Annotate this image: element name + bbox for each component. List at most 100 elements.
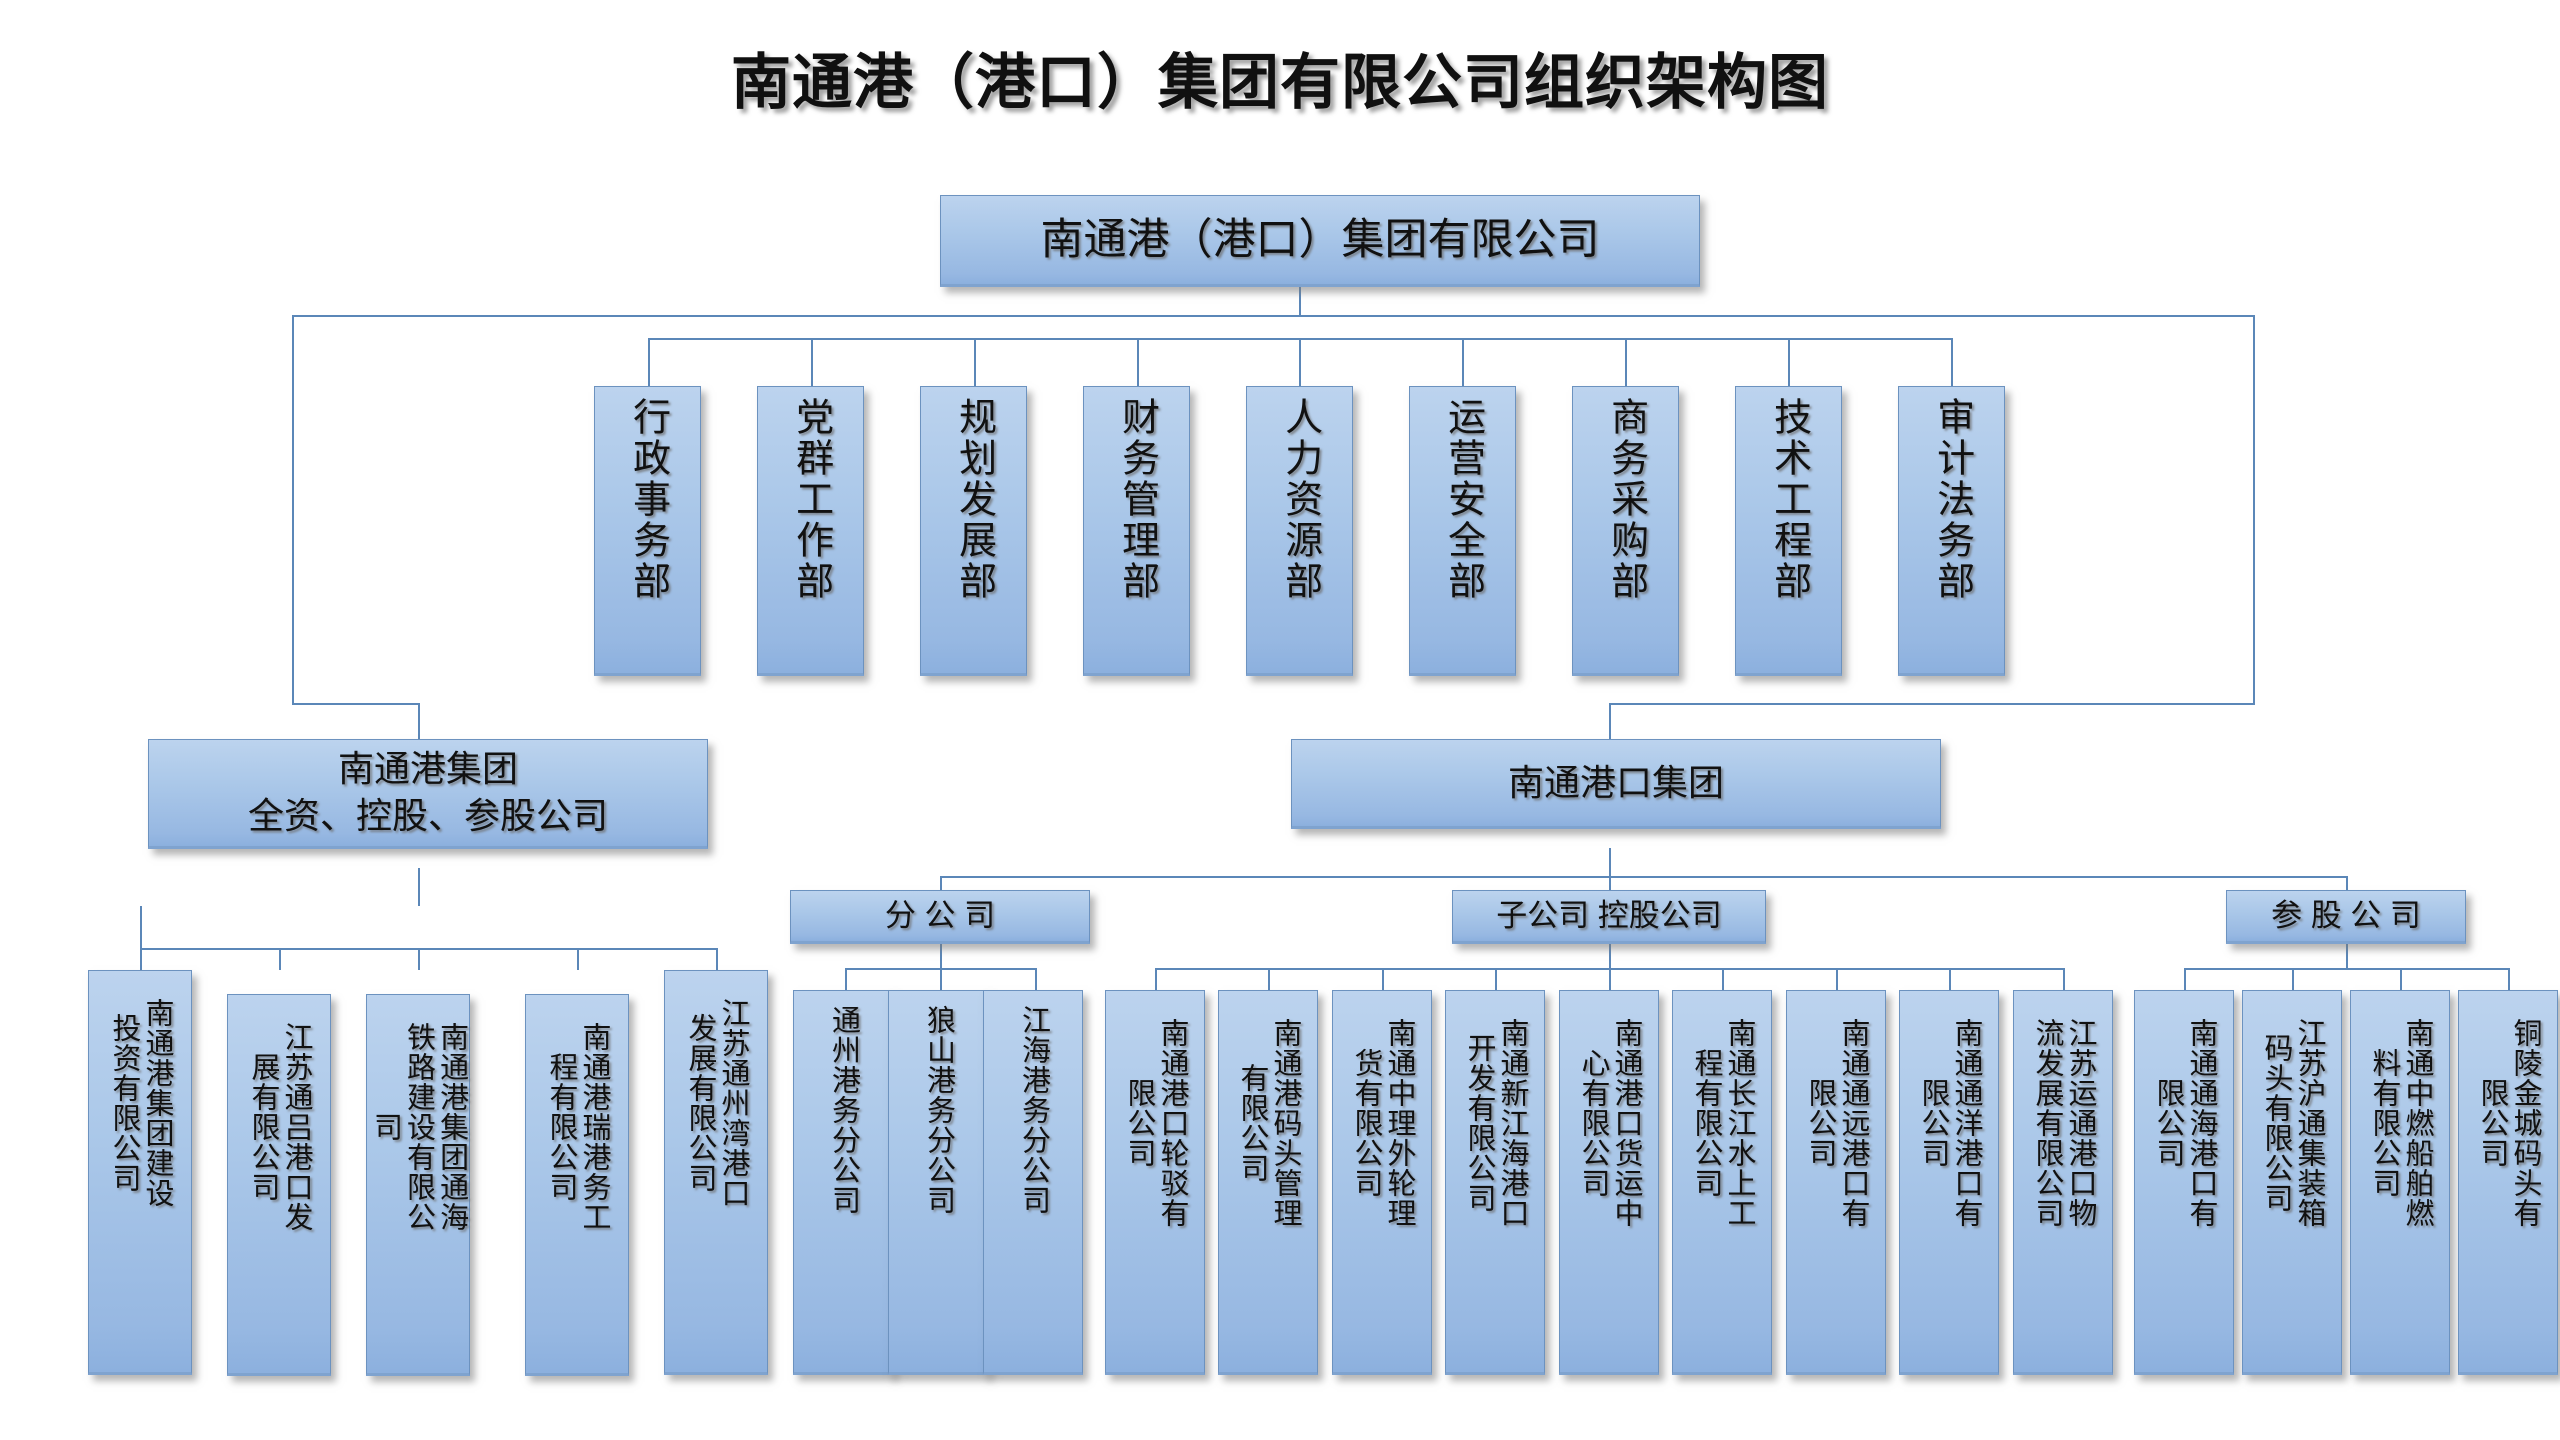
connector-subsidiary-child-2 [1268,968,1270,990]
connector-dept-stem-1 [648,338,650,386]
node-department-3-label: 规划发展部 [952,397,995,602]
node-equity-child-1-label: 南通通海港口有限公司 [2152,1017,2218,1228]
connector-leftgroup-bus [140,948,716,950]
connector-subsidiary-child-4 [1495,968,1497,990]
connector-dept-stem-7 [1625,338,1627,386]
connector-subsidiary-child-5 [1609,968,1611,990]
connector-right-into-group [1609,703,1611,739]
connector-dept-stem-6 [1462,338,1464,386]
connector-branch-child-3 [1035,968,1037,990]
node-department-2-label: 党群工作部 [789,397,832,602]
connector-subsidiary-stem [1609,944,1611,970]
connector-equity-stem [2346,944,2348,970]
connector-equity-bus [2184,968,2508,970]
node-equity-child-4[interactable]: 铜陵金城码头有限公司 [2458,990,2558,1375]
connector-leftgroup-child-3 [418,948,420,970]
connector-branch-child-2 [940,968,942,990]
node-left-child-2[interactable]: 江苏通吕港口发展有限公司 [227,994,331,1376]
node-subsidiary-child-8[interactable]: 南通通洋港口有限公司 [1899,990,1999,1375]
connector-subsidiary-child-8 [1949,968,1951,990]
node-department-6[interactable]: 运营安全部 [1409,386,1516,676]
node-subsidiary-child-9-label: 江苏运通港口物流发展有限公司 [2031,1017,2097,1228]
node-department-6-label: 运营安全部 [1441,397,1484,602]
node-left-child-2-label: 江苏通吕港口发展有限公司 [247,1021,313,1232]
node-department-8[interactable]: 技术工程部 [1735,386,1842,676]
connector-left-drop [292,315,294,705]
node-subsidiary-child-1[interactable]: 南通港口轮驳有限公司 [1105,990,1205,1375]
node-left-child-3-label: 南通港集团通海铁路建设有限公司 [369,1021,468,1232]
node-subsidiary-child-3-label: 南通中理外轮理货有限公司 [1350,1017,1416,1228]
node-subsidiary-child-2[interactable]: 南通港码头管理有限公司 [1218,990,1318,1375]
node-left-child-4[interactable]: 南通港瑞港务工程有限公司 [525,994,629,1376]
node-equity-child-3-label: 南通中燃船舶燃料有限公司 [2368,1017,2434,1228]
node-department-1-label: 行政事务部 [626,397,669,602]
node-branch-child-3-label: 江海港务分公司 [1017,1005,1050,1215]
node-branch-child-1[interactable]: 通州港务分公司 [793,990,893,1375]
node-left-child-1[interactable]: 南通港集团建设投资有限公司 [88,970,192,1375]
connector-left-elbow [292,703,420,705]
connector-equity-child-2 [2292,968,2294,990]
connector-leftgroup-stem [418,868,420,906]
node-root[interactable]: 南通港（港口）集团有限公司 [940,195,1700,287]
node-subsidiary-child-6[interactable]: 南通长江水上工程有限公司 [1672,990,1772,1375]
node-subsidiary-child-2-label: 南通港码头管理有限公司 [1236,1017,1302,1228]
node-department-8-label: 技术工程部 [1767,397,1810,602]
connector-equity-child-1 [2184,968,2186,990]
node-department-5[interactable]: 人力资源部 [1246,386,1353,676]
node-left-child-3[interactable]: 南通港集团通海铁路建设有限公司 [366,994,470,1376]
node-branch-child-3[interactable]: 江海港务分公司 [983,990,1083,1375]
node-department-2[interactable]: 党群工作部 [757,386,864,676]
node-equity-child-1[interactable]: 南通通海港口有限公司 [2134,990,2234,1375]
node-category-subsidiary-label: 子公司 控股公司 [1496,897,1722,933]
node-branch-child-1-label: 通州港务分公司 [827,1005,860,1215]
connector-right-elbow [1609,703,2255,705]
node-subsidiary-child-7[interactable]: 南通通远港口有限公司 [1786,990,1886,1375]
node-category-subsidiary[interactable]: 子公司 控股公司 [1452,890,1766,944]
node-root-label: 南通港（港口）集团有限公司 [1040,215,1600,264]
connector-category-bus [940,876,2346,878]
node-subsidiary-child-9[interactable]: 江苏运通港口物流发展有限公司 [2013,990,2113,1375]
node-subsidiary-child-4[interactable]: 南通新江海港口开发有限公司 [1445,990,1545,1375]
connector-branch-child-1 [845,968,847,990]
node-subsidiary-child-3[interactable]: 南通中理外轮理货有限公司 [1332,990,1432,1375]
connector-dept-stem-2 [811,338,813,386]
node-left-child-1-label: 南通港集团建设投资有限公司 [108,997,174,1208]
node-equity-child-3[interactable]: 南通中燃船舶燃料有限公司 [2350,990,2450,1375]
node-department-9-label: 审计法务部 [1930,397,1973,602]
node-group-left[interactable]: 南通港集团全资、控股、参股公司 [148,739,708,849]
node-department-1[interactable]: 行政事务部 [594,386,701,676]
connector-dept-stem-9 [1951,338,1953,386]
node-branch-child-2[interactable]: 狼山港务分公司 [888,990,988,1375]
connector-subsidiary-child-6 [1722,968,1724,990]
node-group-right[interactable]: 南通港口集团 [1291,739,1941,829]
node-department-9[interactable]: 审计法务部 [1898,386,2005,676]
connector-subsidiary-child-9 [2063,968,2065,990]
node-department-7-label: 商务采购部 [1604,397,1647,602]
node-subsidiary-child-8-label: 南通通洋港口有限公司 [1917,1017,1983,1228]
node-category-equity-label: 参 股 公 司 [2271,897,2421,933]
connector-dept-stem-8 [1788,338,1790,386]
node-subsidiary-child-1-label: 南通港口轮驳有限公司 [1123,1017,1189,1228]
node-left-child-4-label: 南通港瑞港务工程有限公司 [545,1021,611,1232]
connector-leftgroup-stem-1 [140,906,142,948]
node-equity-child-2[interactable]: 江苏沪通集装箱码头有限公司 [2242,990,2342,1375]
node-subsidiary-child-4-label: 南通新江海港口开发有限公司 [1463,1017,1529,1228]
connector-dept-stem-5 [1299,338,1301,386]
node-category-branch[interactable]: 分 公 司 [790,890,1090,944]
node-department-3[interactable]: 规划发展部 [920,386,1027,676]
node-category-equity[interactable]: 参 股 公 司 [2226,890,2466,944]
node-left-child-5[interactable]: 江苏通州湾港口发展有限公司 [664,970,768,1375]
node-department-7[interactable]: 商务采购部 [1572,386,1679,676]
node-subsidiary-child-6-label: 南通长江水上工程有限公司 [1690,1017,1756,1228]
node-branch-child-2-label: 狼山港务分公司 [922,1005,955,1215]
connector-dept-stem-4 [1137,338,1139,386]
node-department-5-label: 人力资源部 [1278,397,1321,602]
connector-right-drop [2253,315,2255,705]
node-department-4[interactable]: 财务管理部 [1083,386,1190,676]
connector-root-stem [1299,285,1301,317]
node-subsidiary-child-5[interactable]: 南通港口货运中心有限公司 [1559,990,1659,1375]
connector-main-bus [292,315,2255,317]
node-subsidiary-child-5-label: 南通港口货运中心有限公司 [1577,1017,1643,1228]
connector-subsidiary-child-3 [1382,968,1384,990]
node-left-child-5-label: 江苏通州湾港口发展有限公司 [684,997,750,1208]
